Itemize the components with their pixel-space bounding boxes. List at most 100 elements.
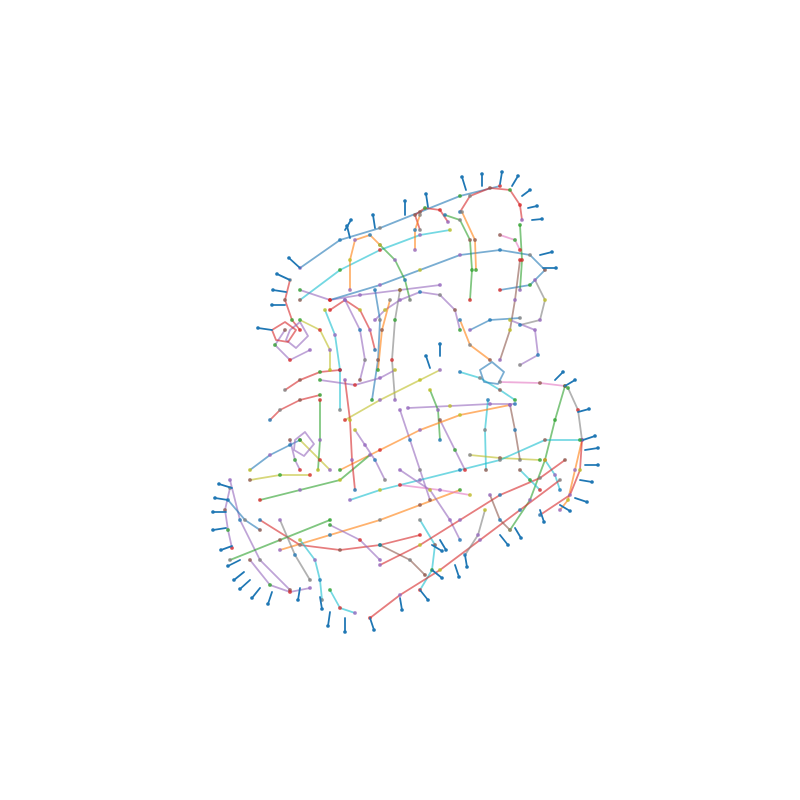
curve-vertex — [318, 378, 322, 382]
curve-vertex — [398, 408, 402, 412]
wire-curve — [499, 259, 521, 361]
normal-stub — [464, 554, 468, 568]
wire-curve — [269, 394, 321, 421]
curve-vertex — [378, 518, 382, 522]
curve-vertex — [418, 233, 422, 237]
normal-stub — [574, 497, 588, 503]
curve-vertex — [498, 248, 502, 252]
curve-vertex — [508, 188, 512, 192]
curve-vertex — [483, 428, 487, 432]
curve-vertex — [328, 523, 332, 527]
curve-vertex — [513, 428, 517, 432]
curve-vertex — [298, 543, 302, 547]
curve-vertex — [298, 328, 302, 332]
curve-vertex — [338, 548, 342, 552]
curve-vertex — [258, 528, 262, 532]
curve-vertex — [283, 298, 287, 302]
curve-vertex — [538, 458, 542, 462]
curve-vertex — [438, 293, 442, 297]
curve-vertex — [378, 243, 382, 247]
normal-stub — [577, 408, 590, 413]
curve-vertex — [318, 370, 322, 374]
curve-vertex — [348, 418, 352, 422]
normal-stub-tip — [287, 256, 291, 260]
curve-vertex — [518, 316, 522, 320]
wire-curve — [567, 387, 583, 441]
normal-stub-tip — [465, 565, 469, 569]
normal-stub — [399, 597, 403, 611]
curve-vertex — [298, 378, 302, 382]
curve-vertex — [388, 298, 392, 302]
curve-vertex — [328, 298, 332, 302]
curve-vertex — [226, 528, 230, 532]
normal-stub — [327, 611, 331, 627]
wire-curve — [229, 479, 291, 591]
curve-vertex — [358, 293, 362, 297]
curve-vertex — [328, 588, 332, 592]
curve-vertex — [428, 488, 432, 492]
curve-vertex — [373, 458, 377, 462]
curve-vertex — [353, 488, 357, 492]
curve-vertex — [278, 473, 282, 477]
curve-vertex — [298, 488, 302, 492]
curve-vertex — [558, 478, 562, 482]
curve-vertex — [363, 443, 367, 447]
curve-vertex — [438, 438, 442, 442]
curve-vertex — [228, 478, 232, 482]
curve-vertex — [298, 468, 302, 472]
curve-vertex — [543, 268, 547, 272]
curve-vertex — [448, 404, 452, 408]
curve-vertex — [328, 468, 332, 472]
curve-vertex — [448, 228, 452, 232]
normal-stub — [419, 589, 429, 601]
wire-curve — [399, 469, 461, 541]
curve-vertex — [513, 298, 517, 302]
wire-curve — [379, 459, 566, 566]
normal-stub-tip — [440, 549, 444, 553]
curve-vertex — [513, 398, 517, 402]
curve-vertex — [378, 283, 382, 287]
curve-vertex — [323, 308, 327, 312]
normal-stub-tip — [326, 624, 330, 628]
normal-stub-tip — [232, 578, 236, 582]
curve-vertex — [408, 438, 412, 442]
curve-vertex — [458, 328, 462, 332]
normal-stub-tip — [528, 188, 532, 192]
normal-stub — [431, 544, 443, 552]
curve-vertex — [468, 453, 472, 457]
curve-vertex — [453, 448, 457, 452]
curve-vertex — [474, 268, 478, 272]
normal-stub — [346, 225, 351, 239]
normal-stub — [499, 171, 503, 185]
curve-vertex — [423, 206, 427, 210]
curve-vertex — [383, 478, 387, 482]
wire-curve — [419, 519, 436, 591]
wire-curve — [249, 439, 301, 471]
curve-vertex — [498, 388, 502, 392]
curve-vertex — [460, 210, 464, 214]
normal-stub — [564, 379, 576, 387]
curve-vertex — [418, 268, 422, 272]
normal-stub-tip — [400, 608, 404, 612]
curve-vertex — [318, 578, 322, 582]
normal-stub-tip — [554, 266, 558, 270]
curve-vertex — [488, 186, 492, 190]
normal-stub-tip — [256, 326, 260, 330]
normal-stub-tip — [593, 434, 597, 438]
normal-stub-tip — [226, 564, 230, 568]
curve-vertex — [573, 468, 577, 472]
curve-vertex — [568, 493, 572, 497]
curve-vertex — [278, 538, 282, 542]
curve-vertex — [468, 194, 472, 198]
curve-vertex — [358, 308, 362, 312]
curve-vertex — [468, 343, 472, 347]
normal-stub — [272, 289, 287, 293]
curve-vertex — [446, 220, 450, 224]
wire-curve — [224, 487, 233, 549]
wire-curve — [259, 519, 421, 551]
curve-vertex — [468, 238, 472, 242]
curve-vertex — [378, 558, 382, 562]
curve-vertex — [498, 358, 502, 362]
curve-vertex — [313, 558, 317, 562]
curve-vertex — [390, 358, 394, 362]
